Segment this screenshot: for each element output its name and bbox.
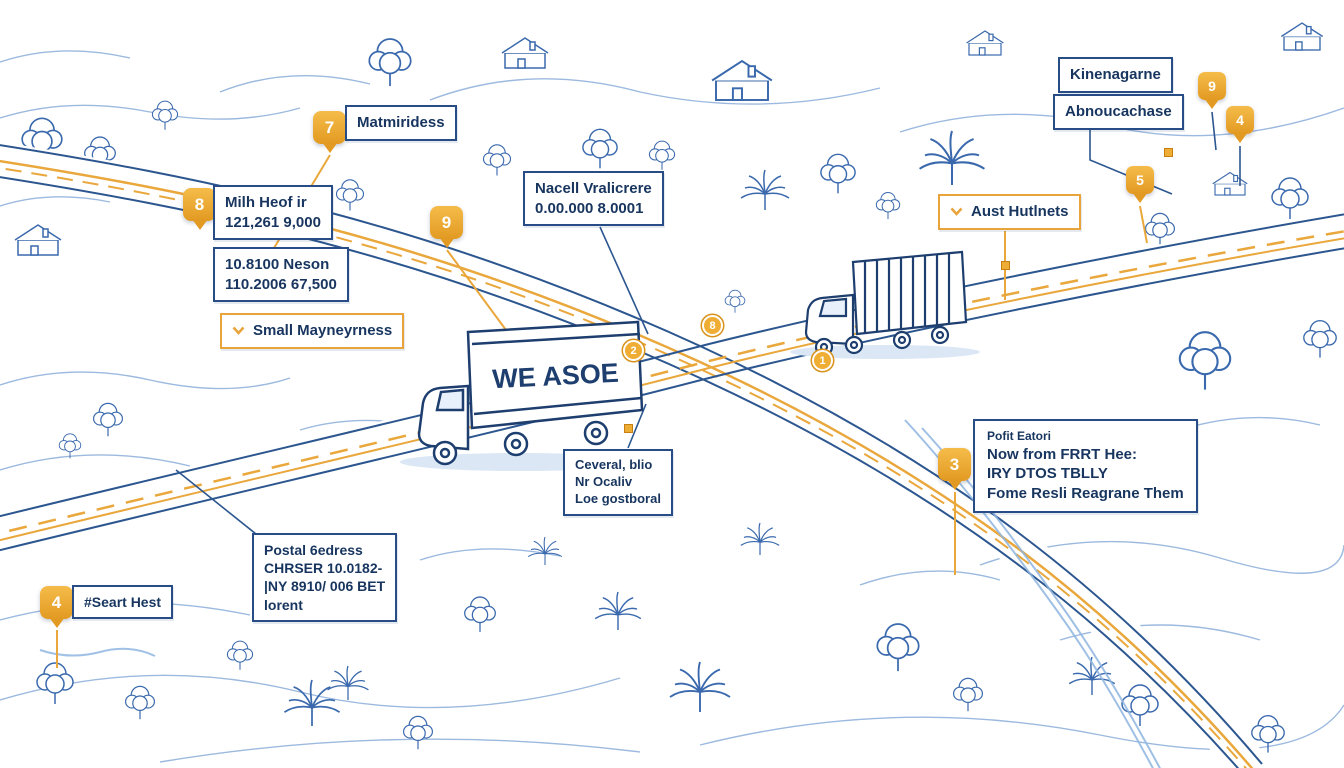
label-line: Postal 6edress [264,542,363,558]
label-line: Abnoucachase [1065,103,1172,120]
map-pin-9-road[interactable]: 9 [430,206,463,239]
label-box-milh: Milh Heof ir 121,261 9,000 [213,185,333,240]
truck-right [790,250,980,359]
truck-left [400,320,644,471]
label-box-kinenagarne: Kinenagarne [1058,57,1173,93]
label-line: Kinenagarne [1070,66,1161,83]
label-line: Milh Heof ir [225,194,307,211]
label-line: 110.2006 67,500 [225,275,337,293]
map-pin-3[interactable]: 3 [938,448,971,481]
label-line: IRY DTOS TBLLY [987,465,1108,483]
label-line: Nacell Vralicrere [535,180,652,197]
chevron-down-icon [232,326,245,336]
label-line: 0.00.000 8.0001 [535,199,644,217]
label-line: Ceveral, blio [575,457,653,472]
label-line: #Seart Hest [84,594,162,610]
label-line: lorent [264,596,303,613]
label-line: 121,261 9,000 [225,213,321,231]
road-badge-1[interactable]: 1 [812,350,833,371]
map-pin-4-bottomleft[interactable]: 4 [40,586,73,619]
label-box-seart-hest: #Seart Hest [72,585,174,620]
road-badge-8[interactable]: 8 [702,315,723,336]
label-line: Fome Resli Reagrane Them [987,484,1184,502]
label-line: Matmiridess [357,114,445,131]
label-line: Nr Ocaliv [575,473,633,489]
connector-node [1164,148,1173,157]
label-box-abnoucachase: Abnoucachase [1053,94,1184,130]
map-pin-5[interactable]: 5 [1126,166,1154,194]
chevron-down-icon [950,207,963,217]
label-box-matmiridess: Matmiridess [345,105,457,141]
connector-node [624,424,633,433]
label-line: Now from FRRT Hee: [987,445,1137,463]
connector-node [1001,261,1010,270]
map-pin-9-topright[interactable]: 9 [1198,72,1226,100]
label-box-neson: 10.8100 Neson 110.2006 67,500 [213,247,349,302]
road-badge-2[interactable]: 2 [623,340,644,361]
dropdown-label: Small Mayneyrness [253,322,393,339]
label-line: CHRSER 10.0182- [264,560,383,577]
label-box-nacell: Nacell Vralicrere 0.00.000 8.0001 [523,171,664,226]
label-box-ceveral: Ceveral, blio Nr Ocaliv Loe gostboral [563,449,673,516]
label-line: |NY 8910/ 006 BET [264,578,386,595]
map-pin-8[interactable]: 8 [183,188,216,221]
map-pin-4-topright[interactable]: 4 [1226,106,1254,134]
map-pin-7[interactable]: 7 [313,111,346,144]
label-line: Pofit Eatori [987,429,1052,443]
label-box-postal: Postal 6edress CHRSER 10.0182- |NY 8910/… [252,533,398,622]
label-line: 10.8100 Neson [225,256,330,273]
label-line: Loe gostboral [575,490,661,506]
truck-livery-text: WE ASOE [492,358,620,395]
dropdown-label: Aust Hutlnets [971,203,1069,220]
dropdown-small-mayneyrness[interactable]: Small Mayneyrness [220,313,405,349]
dropdown-aust-hutlnets[interactable]: Aust Hutlnets [938,194,1081,230]
label-box-pofit: Pofit Eatori Now from FRRT Hee: IRY DTOS… [973,419,1198,514]
